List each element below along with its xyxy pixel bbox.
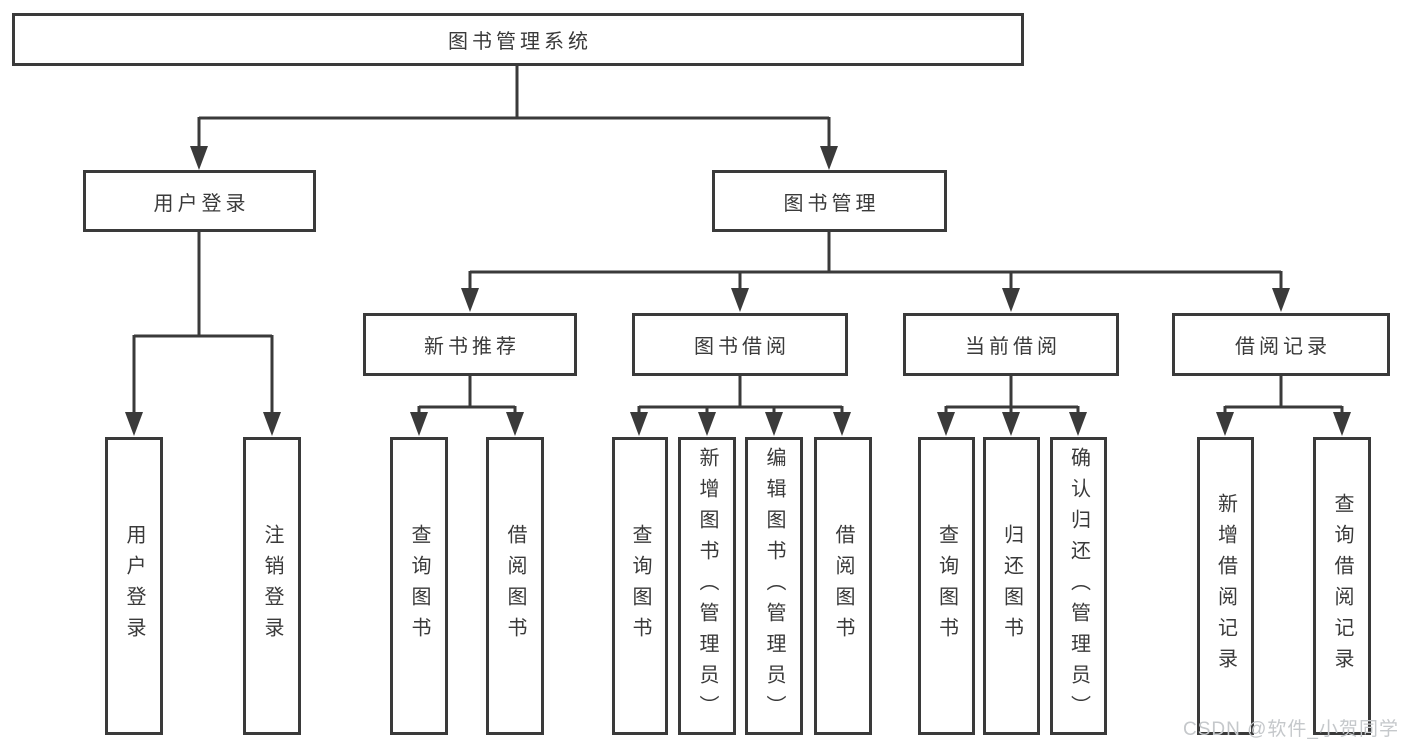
arrowhead (1272, 288, 1290, 312)
leaf-return-book-label: 归还图书 (1000, 524, 1023, 648)
arrowhead (820, 146, 838, 170)
arrowhead (506, 412, 524, 436)
leaf-current-query-book: 查询图书 (918, 437, 975, 735)
node-new-book-recommend-label: 新书推荐 (424, 336, 520, 358)
arrowhead (1216, 412, 1234, 436)
leaf-borrow-query-book-label: 查询图书 (629, 524, 651, 648)
arrowhead (461, 288, 479, 312)
node-current-borrow-label: 当前借阅 (965, 336, 1061, 358)
leaf-borrow-query-book: 查询图书 (612, 437, 668, 735)
leaf-recommend-borrow-book: 借阅图书 (486, 437, 544, 735)
leaf-query-borrow-record: 查询借阅记录 (1313, 437, 1371, 735)
arrowhead (1002, 288, 1020, 312)
arrowhead (1002, 412, 1020, 436)
leaf-borrow-book: 借阅图书 (814, 437, 872, 735)
node-user-login-label: 用户登录 (153, 192, 250, 215)
arrowhead (263, 412, 281, 436)
leaf-user-login: 用户登录 (105, 437, 163, 735)
node-root-label: 图书管理系统 (448, 31, 592, 53)
leaf-edit-book-admin: 编辑图书（管理员） (745, 437, 803, 735)
leaf-confirm-return-admin: 确认归还（管理员） (1050, 437, 1107, 735)
leaf-edit-book-admin-label: 编辑图书（管理员） (763, 446, 785, 726)
leaf-logout-label: 注销登录 (261, 524, 283, 648)
arrowhead (765, 412, 783, 436)
node-book-management: 图书管理 (712, 170, 947, 232)
arrowhead (630, 412, 648, 436)
node-borrow-records: 借阅记录 (1172, 313, 1390, 376)
leaf-add-book-admin-label: 新增图书（管理员） (696, 446, 718, 726)
node-current-borrow: 当前借阅 (903, 313, 1119, 376)
arrowhead (833, 412, 851, 436)
arrowhead (1069, 412, 1087, 436)
leaf-return-book: 归还图书 (983, 437, 1040, 735)
arrowhead (937, 412, 955, 436)
node-new-book-recommend: 新书推荐 (363, 313, 577, 376)
leaf-recommend-query-book: 查询图书 (390, 437, 448, 735)
leaf-user-login-label: 用户登录 (123, 524, 145, 648)
node-book-borrow-label: 图书借阅 (694, 336, 790, 358)
leaf-current-query-book-label: 查询图书 (935, 524, 958, 648)
leaf-recommend-query-book-label: 查询图书 (408, 524, 430, 648)
arrowhead (731, 288, 749, 312)
arrowhead (190, 146, 208, 170)
node-book-borrow: 图书借阅 (632, 313, 848, 376)
leaf-query-borrow-record-label: 查询借阅记录 (1331, 493, 1353, 679)
leaf-recommend-borrow-book-label: 借阅图书 (504, 524, 526, 648)
leaf-add-borrow-record-label: 新增借阅记录 (1214, 493, 1237, 679)
node-user-login: 用户登录 (83, 170, 316, 232)
node-root: 图书管理系统 (12, 13, 1024, 66)
csdn-watermark: CSDN @软件_小贺同学 (1183, 719, 1399, 740)
leaf-confirm-return-admin-label: 确认归还（管理员） (1067, 446, 1090, 726)
leaf-borrow-book-label: 借阅图书 (832, 524, 854, 648)
node-book-management-label: 图书管理 (783, 192, 880, 215)
leaf-add-borrow-record: 新增借阅记录 (1197, 437, 1254, 735)
arrowhead (1333, 412, 1351, 436)
node-borrow-records-label: 借阅记录 (1235, 336, 1331, 358)
leaf-logout: 注销登录 (243, 437, 301, 735)
leaf-add-book-admin: 新增图书（管理员） (678, 437, 736, 735)
arrowhead (410, 412, 428, 436)
arrowhead (698, 412, 716, 436)
arrowhead (125, 412, 143, 436)
